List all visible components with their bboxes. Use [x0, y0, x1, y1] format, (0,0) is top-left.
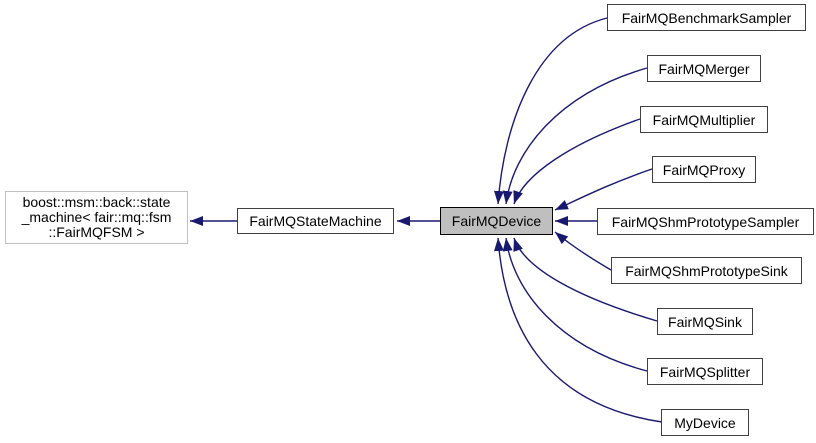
- node-fairmqsplitter[interactable]: FairMQSplitter: [647, 358, 763, 385]
- edge-multiplier: [513, 118, 641, 205]
- node-fairmqshmprototypesampler[interactable]: FairMQShmPrototypeSampler: [597, 208, 814, 235]
- node-boost-line-3: ::FairMQFSM >: [48, 224, 145, 240]
- node-boost-line-2: _machine< fair::mq::fsm: [21, 209, 172, 225]
- node-mydevice[interactable]: MyDevice: [661, 409, 749, 436]
- node-fairmqmultiplier[interactable]: FairMQMultiplier: [640, 106, 768, 133]
- edge-benchmarksampler: [493, 17, 608, 205]
- node-boost-line-1: boost::msm::back::state: [22, 194, 171, 210]
- node-fairmqbenchmarksampler[interactable]: FairMQBenchmarkSampler: [607, 4, 806, 31]
- node-fairmqproxy[interactable]: FairMQProxy: [652, 156, 756, 183]
- node-fairmqstatemachine[interactable]: FairMQStateMachine: [237, 208, 394, 234]
- node-boost-msm-state-machine: boost::msm::back::state _machine< fair::…: [5, 191, 188, 244]
- edge-sink: [513, 237, 658, 322]
- edge-splitter: [502, 237, 648, 372]
- edge-shmprototypesink: [554, 231, 612, 271]
- node-fairmqmerger[interactable]: FairMQMerger: [647, 55, 761, 82]
- node-fairmqdevice: FairMQDevice: [440, 207, 553, 235]
- edge-merger: [502, 67, 648, 205]
- node-fairmqsink[interactable]: FairMQSink: [657, 308, 753, 335]
- edge-proxy: [554, 168, 653, 211]
- node-fairmqshmprototypesink[interactable]: FairMQShmPrototypeSink: [611, 257, 802, 284]
- edge-mydevice: [493, 237, 663, 423]
